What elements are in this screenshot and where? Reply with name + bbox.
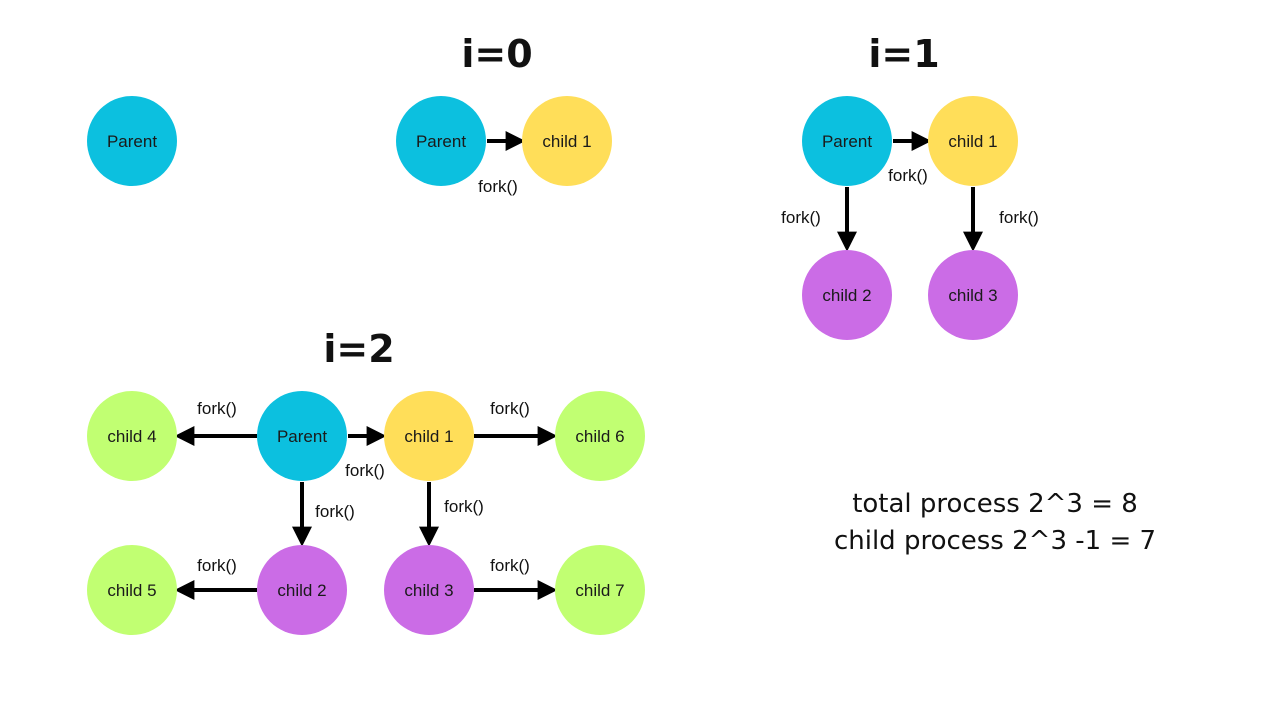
fork-label-child1-child6: fork() xyxy=(490,399,530,418)
child2-node xyxy=(257,545,347,635)
parent-node-label: Parent xyxy=(416,132,466,151)
child3-node xyxy=(384,545,474,635)
stage-i0: i=0 Parent child 1 fork() xyxy=(396,32,612,196)
fork-label: fork() xyxy=(478,177,518,196)
child1-node xyxy=(522,96,612,186)
child2-node-label: child 2 xyxy=(277,581,326,600)
child2-node-label: child 2 xyxy=(822,286,871,305)
parent-node xyxy=(87,96,177,186)
fork-label-parent-child1: fork() xyxy=(345,461,385,480)
stage-i1: i=1 Parent child 1 child 2 child 3 fork(… xyxy=(781,32,1039,340)
fork-label-parent-child4: fork() xyxy=(197,399,237,418)
stage-title-i0: i=0 xyxy=(461,32,532,76)
child4-node-label: child 4 xyxy=(107,427,156,446)
child1-node xyxy=(384,391,474,481)
fork-label-parent-child1: fork() xyxy=(888,166,928,185)
parent-node-label: Parent xyxy=(822,132,872,151)
parent-node xyxy=(257,391,347,481)
child7-node xyxy=(555,545,645,635)
parent-node-label: Parent xyxy=(107,132,157,151)
stage-initial: Parent xyxy=(87,96,177,186)
child2-node xyxy=(802,250,892,340)
child7-node-label: child 7 xyxy=(575,581,624,600)
parent-node-label: Parent xyxy=(277,427,327,446)
child6-node xyxy=(555,391,645,481)
stage-title-i1: i=1 xyxy=(868,32,939,76)
child1-node-label: child 1 xyxy=(948,132,997,151)
child3-node xyxy=(928,250,1018,340)
child3-node-label: child 3 xyxy=(404,581,453,600)
child5-node xyxy=(87,545,177,635)
child3-node-label: child 3 xyxy=(948,286,997,305)
summary-text: total process 2^3 = 8 child process 2^3 … xyxy=(830,486,1160,560)
stage-title-i2: i=2 xyxy=(323,327,394,371)
parent-node xyxy=(396,96,486,186)
child-process-line: child process 2^3 -1 = 7 xyxy=(833,526,1157,556)
child1-node-label: child 1 xyxy=(404,427,453,446)
stage-i2: i=2 child 4 Parent child 1 child 6 child… xyxy=(87,327,645,635)
fork-label-child1-child3: fork() xyxy=(444,497,484,516)
fork-label-child3-child7: fork() xyxy=(490,556,530,575)
fork-label-parent-child2: fork() xyxy=(315,502,355,521)
child4-node xyxy=(87,391,177,481)
fork-label-child1-child3: fork() xyxy=(999,208,1039,227)
child5-node-label: child 5 xyxy=(107,581,156,600)
parent-node xyxy=(802,96,892,186)
fork-label-child2-child5: fork() xyxy=(197,556,237,575)
child1-node-label: child 1 xyxy=(542,132,591,151)
total-process-line: total process 2^3 = 8 xyxy=(852,489,1138,519)
fork-label-parent-child2: fork() xyxy=(781,208,821,227)
child1-node xyxy=(928,96,1018,186)
child6-node-label: child 6 xyxy=(575,427,624,446)
